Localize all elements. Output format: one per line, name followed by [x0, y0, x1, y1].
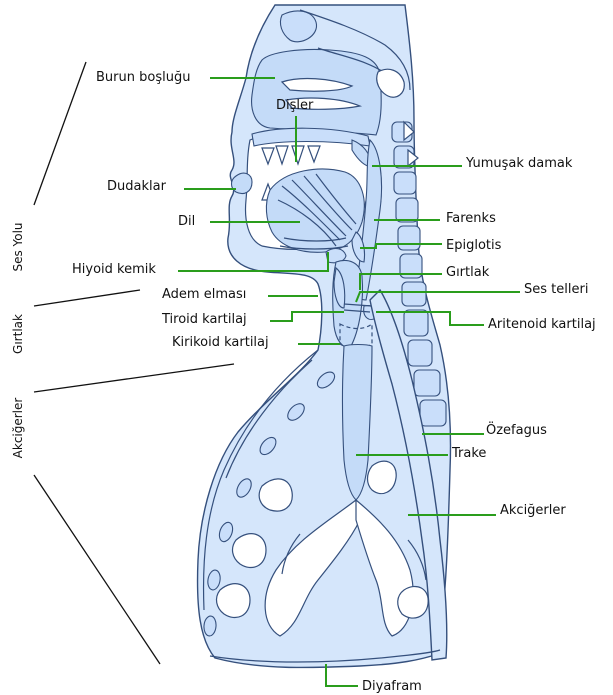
label-krikoid-kartilaj: Kirikoid kartilaj — [172, 335, 269, 350]
label-diyafram: Diyafram — [362, 679, 422, 694]
group-label-akcigerler: Akciğerler — [11, 398, 25, 459]
label-dudaklar: Dudaklar — [107, 179, 167, 194]
label-ses-telleri: Ses telleri — [524, 282, 588, 297]
label-disler: Dişler — [276, 98, 314, 113]
label-girtlak: Gırtlak — [446, 265, 490, 280]
label-akcigerler: Akciğerler — [500, 503, 566, 518]
group-label-girtlak: Gırtlak — [11, 314, 25, 354]
label-burun-boslugu: Burun boşluğu — [96, 70, 190, 85]
label-dil: Dil — [178, 214, 195, 229]
label-epiglotis: Epiglotis — [446, 238, 502, 253]
label-adem-elmasi: Adem elması — [162, 287, 246, 302]
group-label-ses-yolu: Ses Yolu — [11, 222, 25, 271]
nasal-cavity — [252, 49, 382, 135]
label-farenks: Farenks — [446, 211, 496, 226]
label-yumusak-damak: Yumuşak damak — [465, 156, 573, 171]
label-ozefagus: Özefagus — [486, 421, 547, 438]
label-tiroid-kartilaj: Tiroid kartilaj — [161, 312, 247, 327]
label-aritenoid-kartilaj: Aritenoid kartilaj — [488, 317, 596, 332]
tongue — [266, 169, 364, 252]
label-trake: Trake — [451, 446, 486, 461]
label-hiyoid-kemik: Hiyoid kemik — [72, 262, 156, 277]
